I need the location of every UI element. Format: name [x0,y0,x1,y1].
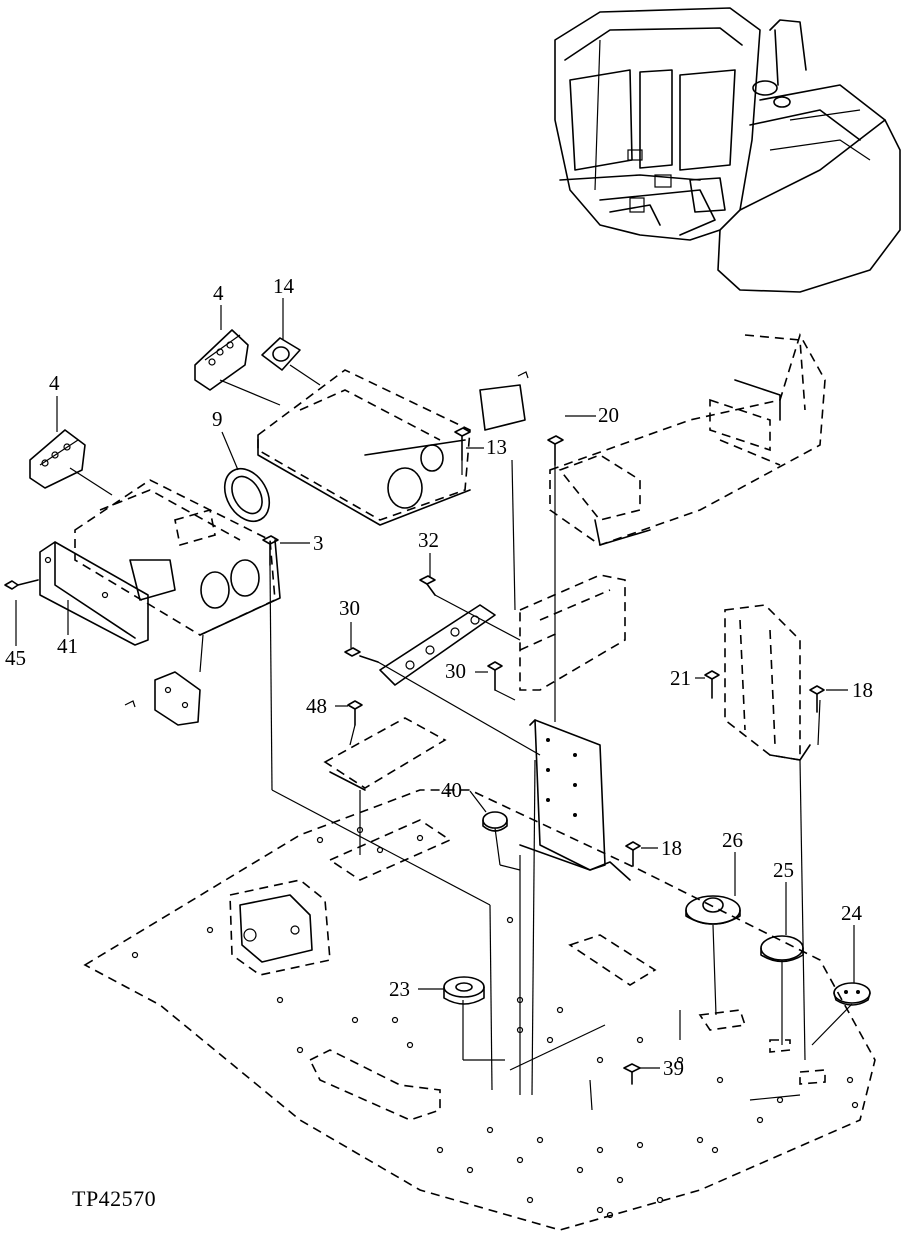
callout-32: 32 [418,528,439,552]
bolt-18a [809,685,825,713]
callout-13: 13 [486,435,507,459]
gasket [261,337,301,371]
callout-48: 48 [306,694,327,718]
callout-45: 45 [5,646,26,670]
bolt-13 [454,427,471,461]
bolt-30a [344,647,379,663]
figure-reference-code: TP42570 [72,1186,157,1211]
callout-39: 39 [663,1056,684,1080]
callout-21: 21 [670,666,691,690]
callout-23: 23 [389,977,410,1001]
floor-cover-plate [323,717,447,791]
connector-block-upper [194,329,249,391]
rear-frame [549,332,826,546]
cab-floor-plate [83,789,876,1231]
control-rail [379,604,496,686]
grommet-small [833,982,871,1006]
connector-block-left [29,429,86,489]
callout-40: 40 [441,778,462,802]
bolt-20 [547,435,564,466]
callout-3: 3 [313,531,324,555]
bolt-45 [4,579,39,590]
callout-25: 25 [773,858,794,882]
upper-air-box [257,369,529,526]
callout-4-left: 4 [49,371,60,395]
callout-18-lower: 18 [661,836,682,860]
left-air-box [39,479,281,726]
bolt-21 [704,670,720,699]
grommet-23 [443,976,485,1005]
bolt-32 [419,575,436,596]
bolt-30b [487,661,503,691]
bolt-3 [262,535,279,566]
callout-14: 14 [273,274,294,298]
callout-20: 20 [598,403,619,427]
excavator-overview [554,7,901,293]
callout-9: 9 [212,407,223,431]
callout-24: 24 [841,901,862,925]
bolt-18b [625,841,641,867]
center-bracket [519,574,631,881]
callout-30-left: 30 [339,596,360,620]
callout-41: 41 [57,634,78,658]
nut-39 [623,1063,641,1085]
seal-ring [223,467,271,523]
callout-26: 26 [722,828,743,852]
callout-30-right: 30 [445,659,466,683]
callout-4-upper: 4 [213,281,224,305]
grommet-large [685,895,741,925]
cap [760,935,804,963]
right-support [724,604,811,761]
callout-18-upper: 18 [852,678,873,702]
leader-lines [15,298,855,1111]
bolt-48 [347,700,363,726]
